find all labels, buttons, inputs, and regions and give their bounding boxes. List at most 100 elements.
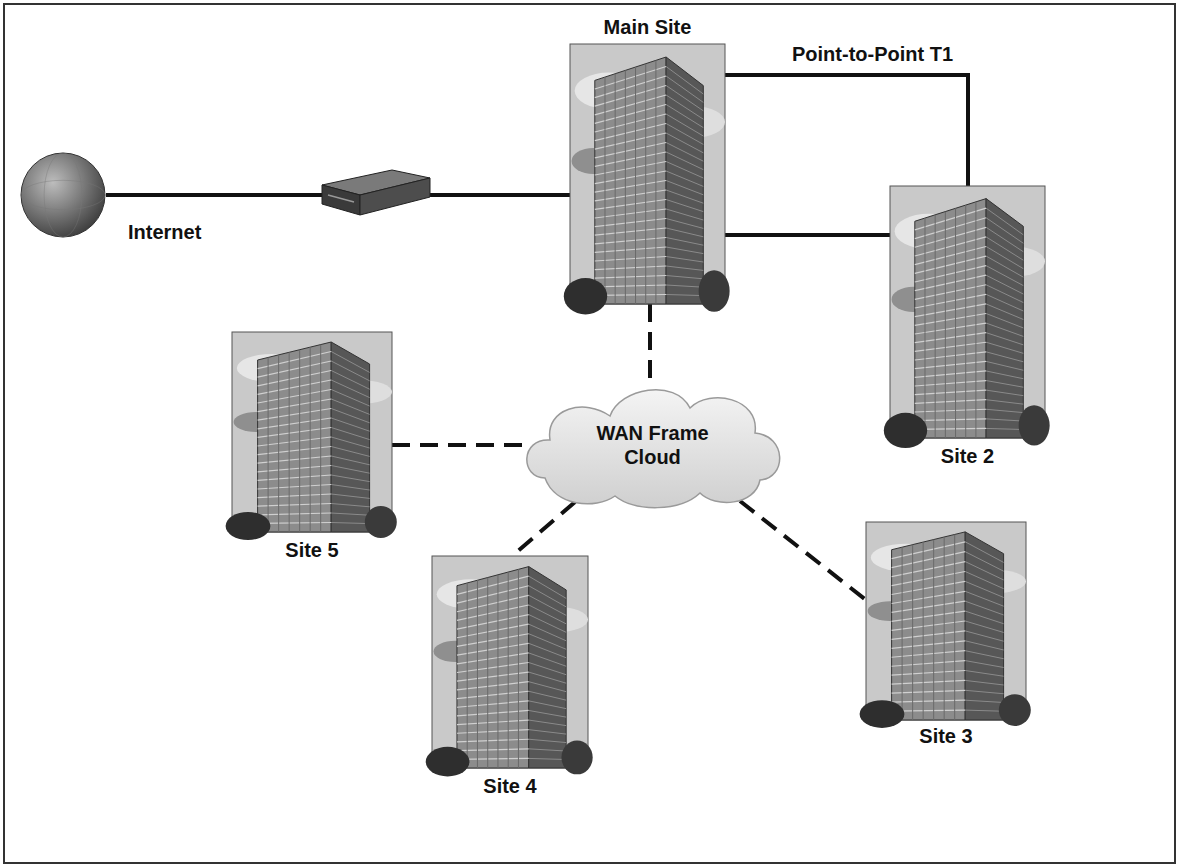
window-row bbox=[986, 266, 1023, 286]
building-side bbox=[529, 567, 566, 768]
globe-parallel bbox=[21, 180, 105, 209]
window-row bbox=[258, 361, 332, 377]
window-row bbox=[331, 352, 369, 373]
window-row bbox=[892, 611, 966, 621]
tree bbox=[561, 740, 592, 774]
sky bbox=[890, 186, 1045, 438]
site-building: Site 4 bbox=[432, 556, 588, 800]
globe-picture bbox=[20, 152, 106, 238]
window-row bbox=[331, 494, 369, 498]
window-row bbox=[457, 605, 529, 620]
sky bbox=[866, 522, 1026, 720]
window-row bbox=[457, 691, 529, 698]
window-row bbox=[986, 400, 1023, 404]
window-row bbox=[666, 105, 703, 128]
window-column bbox=[954, 534, 955, 720]
window-row bbox=[892, 700, 966, 702]
building-front bbox=[258, 342, 332, 532]
window-row bbox=[457, 643, 529, 655]
window-row bbox=[457, 576, 529, 594]
window-row bbox=[915, 400, 986, 404]
window-row bbox=[666, 247, 703, 254]
page-frame bbox=[4, 4, 1175, 863]
window-row bbox=[595, 124, 666, 141]
window-row bbox=[666, 266, 703, 270]
window-row bbox=[595, 228, 666, 235]
window-row bbox=[331, 504, 369, 507]
tree bbox=[999, 694, 1031, 726]
window-row bbox=[666, 133, 703, 153]
window-row bbox=[915, 285, 986, 300]
window-column bbox=[320, 345, 321, 532]
window-row bbox=[986, 333, 1023, 345]
window-row bbox=[258, 409, 332, 421]
window-row bbox=[915, 218, 986, 239]
window-column bbox=[278, 355, 279, 532]
window-row bbox=[915, 409, 986, 412]
window-row bbox=[892, 552, 966, 568]
window-row bbox=[529, 739, 566, 742]
window-row bbox=[986, 352, 1023, 362]
window-row bbox=[529, 586, 566, 607]
window-row bbox=[331, 523, 369, 524]
window-row bbox=[529, 710, 566, 717]
window-column bbox=[955, 208, 956, 438]
window-row bbox=[892, 631, 966, 639]
window-row bbox=[892, 690, 966, 693]
window-column bbox=[467, 583, 468, 768]
window-row bbox=[986, 381, 1023, 388]
window-row bbox=[258, 466, 332, 472]
window-row bbox=[965, 661, 1003, 668]
window-row bbox=[986, 285, 1023, 303]
site-label: Main Site bbox=[604, 15, 692, 39]
window-row bbox=[529, 643, 566, 657]
window-row bbox=[258, 494, 332, 498]
window-row bbox=[529, 634, 566, 650]
window-row bbox=[915, 237, 986, 256]
window-row bbox=[892, 601, 966, 612]
window-row bbox=[331, 475, 369, 482]
window-row bbox=[331, 409, 369, 423]
window-row bbox=[892, 651, 966, 658]
window-row bbox=[331, 437, 369, 448]
building-picture bbox=[432, 556, 588, 768]
router-symbol bbox=[322, 170, 430, 215]
site-label: Site 2 bbox=[941, 444, 994, 468]
window-row bbox=[595, 143, 666, 158]
window-row bbox=[331, 456, 369, 465]
window-row bbox=[457, 710, 529, 715]
building-side bbox=[331, 342, 369, 532]
window-row bbox=[529, 749, 566, 751]
network-cloud: WAN Frame Cloud bbox=[515, 378, 790, 512]
window-row bbox=[986, 342, 1023, 353]
window-row bbox=[331, 390, 369, 407]
window-column bbox=[645, 64, 646, 304]
window-row bbox=[666, 181, 703, 195]
window-row bbox=[666, 228, 703, 237]
window-row bbox=[965, 621, 1003, 632]
site-building: Site 5 bbox=[232, 332, 392, 564]
window-row bbox=[965, 700, 1003, 702]
window-row bbox=[666, 200, 703, 212]
window-row bbox=[666, 143, 703, 162]
window-row bbox=[915, 361, 986, 368]
window-row bbox=[331, 428, 369, 440]
building-front bbox=[892, 532, 966, 720]
window-row bbox=[595, 276, 666, 279]
window-row bbox=[986, 409, 1023, 412]
window-row bbox=[331, 371, 369, 390]
window-row bbox=[457, 749, 529, 751]
window-row bbox=[457, 730, 529, 734]
window-row bbox=[892, 542, 966, 559]
window-row bbox=[595, 105, 666, 124]
window-column bbox=[902, 547, 903, 720]
window-row bbox=[986, 237, 1023, 260]
window-row bbox=[892, 621, 966, 630]
window-column bbox=[508, 572, 509, 768]
window-row bbox=[331, 399, 369, 414]
window-row bbox=[666, 285, 703, 287]
tree bbox=[226, 512, 271, 540]
building-picture bbox=[570, 44, 725, 304]
frame-relay-link bbox=[740, 501, 866, 600]
window-row bbox=[666, 162, 703, 179]
